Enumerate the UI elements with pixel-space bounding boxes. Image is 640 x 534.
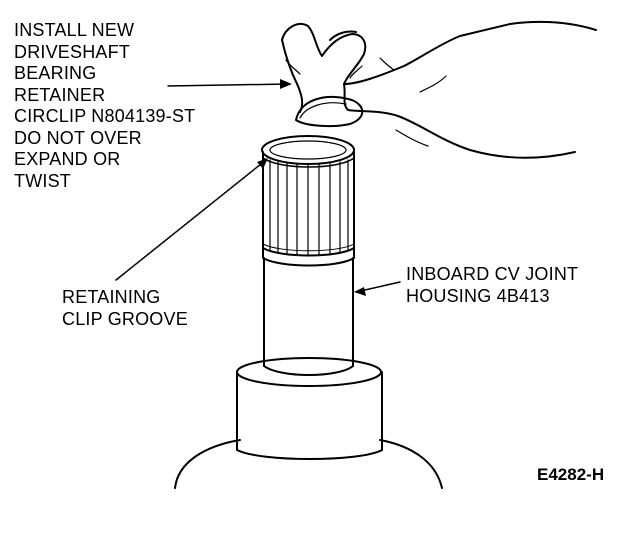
housing-collar-top: [236, 357, 382, 387]
groove-leader: [115, 159, 267, 281]
shaft-top: [261, 135, 355, 165]
housing-callout: INBOARD CV JOINT HOUSING 4B413: [406, 264, 579, 306]
housing-collar: [236, 371, 383, 460]
spline-teeth: [269, 159, 349, 257]
figure-code: E4282-H: [537, 465, 605, 484]
housing-base: [174, 439, 443, 489]
groove-callout: RETAINING CLIP GROOVE: [62, 287, 188, 329]
hand: [281, 21, 597, 85]
circlip-leader: [167, 83, 289, 87]
spline-section: [262, 151, 355, 267]
circlip-callout: INSTALL NEW DRIVESHAFT BEARING RETAINER …: [14, 20, 196, 191]
shaft-stub: [263, 257, 354, 367]
